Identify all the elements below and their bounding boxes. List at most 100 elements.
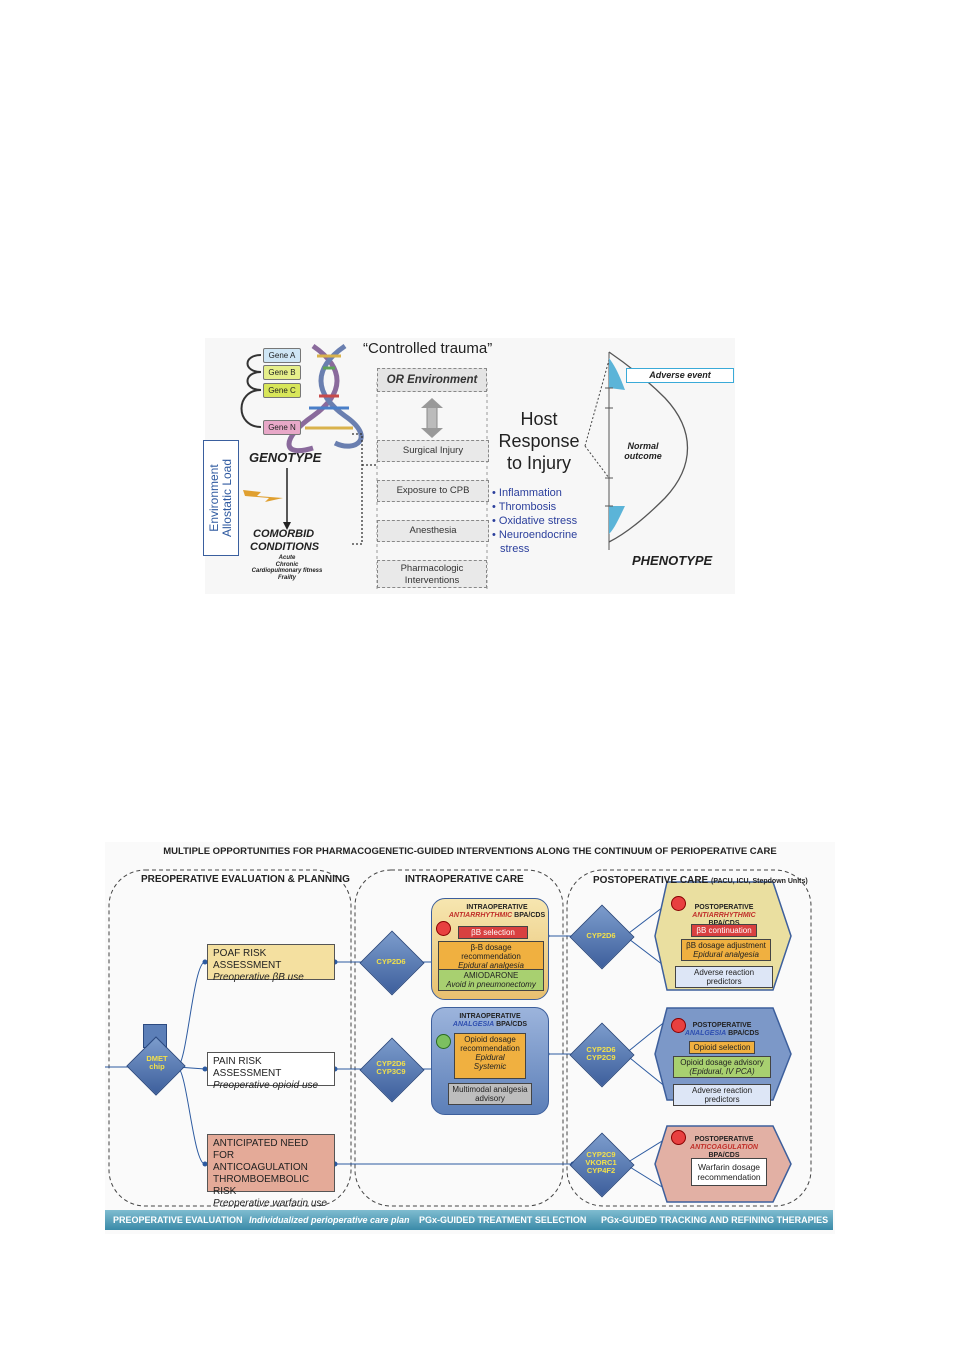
intra-analgesia-panel: INTRAOPERATIVE ANALGESIA BPA/CDS Opioid … [431, 1007, 549, 1115]
post-aa-item: Adverse reaction predictors [675, 966, 773, 988]
normal-outcome-label: Normal outcome [617, 441, 669, 461]
chip-label-line: chip [149, 1062, 165, 1071]
gene-link-arc [240, 389, 262, 428]
perioperative-care-figure: MULTIPLE OPPORTUNITIES FOR PHARMACOGENET… [105, 842, 835, 1234]
footer-bar: PREOPERATIVE EVALUATION Individualized p… [105, 1210, 833, 1230]
intra-gene-label: CYP2D6 [376, 957, 406, 966]
intra-antiarrhythmic-panel: INTRAOPERATIVE ANTIARRHYTHMIC BPA/CDS βB… [431, 898, 549, 1000]
post-an-head: POSTOPERATIVE [692, 1022, 752, 1029]
post-aa-kind: ANTIARRHYTHMIC [692, 912, 756, 919]
post-ac-title: POSTOPERATIVE ANTICOAGULATION BPA/CDS [675, 1136, 773, 1160]
gene-c-box: Gene C [263, 383, 301, 398]
footer-tracking: PGx-GUIDED TRACKING AND REFINING THERAPI… [601, 1215, 829, 1225]
postop-section-outline [566, 869, 812, 1207]
intra-aa-item-a: β-B dosage recommendation [461, 943, 521, 961]
poaf-risk-sub: Preoperative βB use [213, 972, 304, 983]
post-aa-suffix: BPA/CDS [709, 920, 740, 927]
comorbid-label: COMORBID [253, 528, 315, 540]
step-surgical-injury: Surgical Injury [377, 440, 489, 462]
post-an-title: POSTOPERATIVE ANALGESIA BPA/CDS [679, 1022, 765, 1038]
post-ac-item: Warfarin dosage recommendation [691, 1158, 767, 1186]
dna-helix-icon [286, 343, 364, 454]
gene-b-box: Gene B [263, 365, 301, 380]
comorbid-item: Frailty [277, 574, 296, 581]
footer-preop: PREOPERATIVE EVALUATION [113, 1215, 243, 1225]
footer-selection: PGx-GUIDED TREATMENT SELECTION [419, 1215, 587, 1225]
arrow-head [283, 522, 291, 530]
branch-lines [105, 903, 668, 1191]
environment-label: Environment Allostatic Load [207, 443, 234, 553]
intra-an-item-a: Opioid dosage recommendation [460, 1035, 520, 1053]
step-pharmacologic: Pharmacologic Interventions [377, 560, 487, 588]
post-an-item-b: (Epidural, IV PCA) [689, 1067, 755, 1076]
normal-outcome-line: Normal [627, 441, 659, 451]
intra-aa-item: βB selection [458, 926, 528, 939]
host-response-line: Host [520, 409, 558, 429]
gene-n-box: Gene N [263, 420, 301, 435]
chip-label-line: DMET [146, 1054, 168, 1063]
anticoag-need-title: ANTICIPATED NEED FOR ANTICOAGULATION THR… [213, 1138, 310, 1197]
or-environment-box: OR Environment [377, 368, 487, 392]
post-aa-title: POSTOPERATIVE ANTIARRHYTHMIC BPA/CDS [679, 904, 769, 928]
alert-star-icon [671, 896, 686, 911]
intraop-section-outline [354, 869, 564, 1207]
poaf-risk-title: POAF RISK ASSESSMENT [213, 948, 282, 971]
intra-an-head: INTRAOPERATIVE [459, 1013, 521, 1020]
gene-link-arc [246, 354, 262, 373]
intra-aa-kind: ANTIARRHYTHMIC [448, 912, 513, 919]
post-gene-line: VKORC1 [585, 1158, 617, 1167]
intra-an-kind: ANALGESIA [452, 1021, 495, 1028]
intra-an-item-b: Systemic [473, 1062, 507, 1071]
controlled-trauma-label: “Controlled trauma” [363, 340, 493, 357]
host-response-label: Host Response to Injury [493, 408, 585, 474]
post-gene-line: CYP2C9 [586, 1053, 616, 1062]
intra-an-item: Multimodal analgesia advisory [448, 1083, 532, 1105]
bullet-text: Oxidative stress [498, 515, 578, 527]
preop-section-outline [108, 869, 352, 1207]
post-an-kind: ANALGESIA [684, 1030, 727, 1037]
bullet-text: Thrombosis [498, 501, 557, 513]
genotype-label: GENOTYPE [249, 450, 322, 465]
comorbid-list: Acute Chronic Cardiopulmonary fitness Fr… [241, 555, 333, 581]
step-exposure-cpb: Exposure to CPB [377, 480, 489, 502]
preop-section-header: PREOPERATIVE EVALUATION & PLANNING [141, 874, 350, 885]
post-gene-label: CYP2D6 [586, 931, 616, 940]
intra-an-item-b: Epidural [475, 1053, 505, 1062]
footer-plan: Individualized perioperative care plan [249, 1215, 410, 1225]
intra-aa-item-b: Epidural analgesia [458, 961, 524, 970]
pain-risk-title: PAIN RISK ASSESSMENT [213, 1056, 282, 1079]
allostatic-load-text: Allostatic Load [220, 458, 234, 538]
anticoag-need-sub: Preoperative warfarin use [213, 1198, 327, 1209]
step-anesthesia: Anesthesia [377, 520, 489, 542]
gene-link-arc [246, 371, 262, 391]
adverse-event-box: Adverse event [626, 368, 734, 383]
post-gene-line: CYP2C9 [586, 1150, 616, 1159]
dotted-pointer [584, 445, 610, 479]
post-gene-line: CYP2D6 [586, 1045, 616, 1054]
anticoag-need-box: ANTICIPATED NEED FOR ANTICOAGULATION THR… [207, 1134, 335, 1209]
post-aa-item-a: βB dosage adjustment [686, 941, 766, 950]
dotted-bracket [352, 433, 363, 545]
host-response-line: Response [498, 431, 580, 451]
host-response-line: to Injury [506, 453, 572, 473]
postop-header-text: POSTOPERATIVE CARE [593, 875, 709, 886]
alert-star-icon [671, 1018, 686, 1033]
bullet-item: • Inflammation [492, 487, 562, 499]
comorbid-item: Cardiopulmonary fitness [251, 568, 323, 574]
bidirectional-arrow-icon [421, 398, 443, 438]
alert-star-icon [436, 1034, 451, 1049]
post-an-item: Opioid dosage advisory(Epidural, IV PCA) [673, 1056, 771, 1078]
alert-star-icon [671, 1130, 686, 1145]
figure2-title: MULTIPLE OPPORTUNITIES FOR PHARMACOGENET… [163, 846, 777, 857]
lightning-icon [243, 490, 283, 502]
pain-risk-box: PAIN RISK ASSESSMENT Preoperative opioid… [207, 1052, 335, 1091]
post-ac-head: POSTOPERATIVE [694, 1136, 754, 1143]
intra-aa-item-b: Avoid in pneumonectomy [446, 980, 536, 989]
